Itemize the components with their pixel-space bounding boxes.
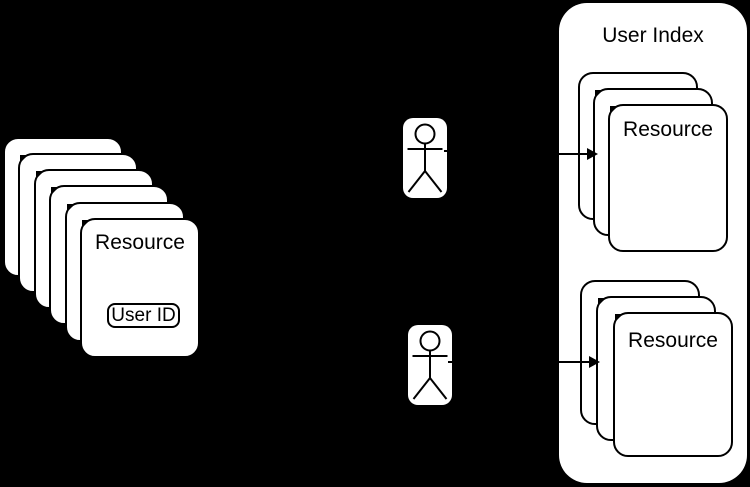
corner-fold-icon [610, 106, 618, 114]
resource-card-title: Resource [95, 231, 185, 254]
arrow-to-top-stack [559, 153, 589, 155]
arrowhead-icon [589, 356, 600, 368]
arrow-to-bottom-stack [559, 361, 590, 363]
resource-card-front: Resource [613, 312, 733, 457]
resource-card-title: Resource [628, 329, 718, 352]
corner-fold-icon [36, 171, 44, 179]
actor-icon [407, 123, 443, 193]
actor-bottom [408, 325, 452, 405]
connector-stub [444, 150, 448, 152]
arrowhead-icon [587, 148, 598, 160]
corner-fold-icon [51, 187, 59, 195]
corner-fold-icon [615, 314, 623, 322]
user-id-badge: User ID [107, 303, 180, 328]
corner-fold-icon [595, 90, 603, 98]
actor-icon [412, 330, 448, 400]
connector-stub [448, 361, 452, 363]
corner-fold-icon [82, 220, 90, 228]
resource-card-front: Resource User ID [80, 218, 200, 358]
resource-card-title: Resource [623, 118, 713, 141]
actor-top [403, 118, 447, 198]
corner-fold-icon [20, 155, 28, 163]
user-index-title: User Index [602, 24, 704, 47]
corner-fold-icon [67, 204, 75, 212]
resource-card-front: Resource [608, 104, 728, 252]
corner-fold-icon [598, 298, 606, 306]
